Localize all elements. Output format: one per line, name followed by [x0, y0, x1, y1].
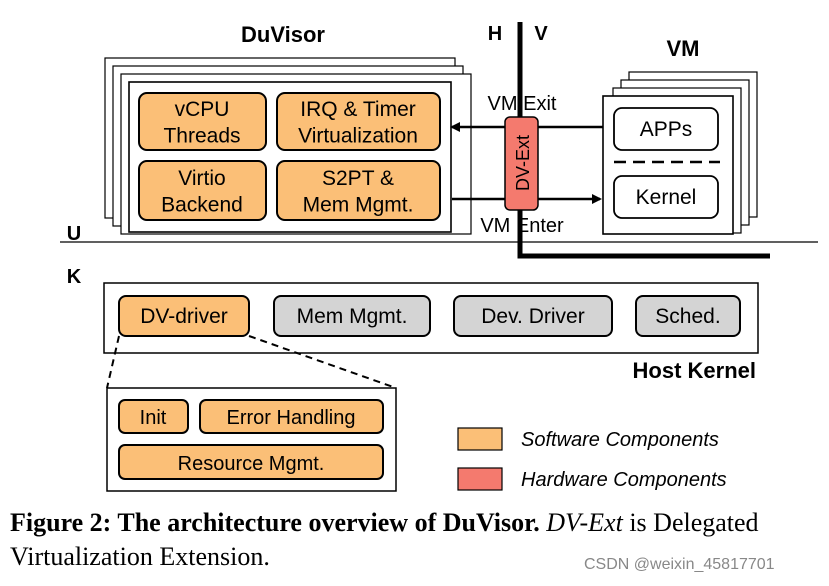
duvisor-title: DuVisor — [241, 22, 325, 47]
label-h: H — [488, 23, 502, 45]
mem-mgmt-label: Mem Mgmt. — [297, 305, 408, 328]
host-kernel-title: Host Kernel — [633, 358, 756, 383]
duvisor-component-s2pt: S2PT &Mem Mgmt. — [276, 160, 441, 221]
vm-kernel: Kernel — [613, 175, 719, 219]
resource-mgmt-label: Resource Mgmt. — [178, 453, 325, 475]
sched-label: Sched. — [655, 305, 720, 328]
host-component-sched: Sched. — [635, 295, 741, 337]
hv-divider-line — [517, 22, 770, 259]
dv-ext-box: DV-Ext — [504, 116, 539, 211]
vm-enter-label: VM Enter — [480, 215, 564, 237]
legend-software-label: Software Components — [521, 429, 719, 451]
dev-driver-label: Dev. Driver — [481, 305, 584, 328]
s2pt-label: S2PT &Mem Mgmt. — [303, 167, 414, 216]
apps-label: APPs — [640, 118, 693, 141]
caption-bold: Figure 2: The architecture overview of D… — [10, 508, 540, 537]
vm-title: VM — [667, 36, 700, 61]
host-component-dev-driver: Dev. Driver — [453, 295, 613, 337]
detail-error-handling: Error Handling — [199, 399, 384, 434]
label-v: V — [534, 23, 548, 45]
label-u: U — [67, 223, 81, 245]
figure-caption: Figure 2: The architecture overview of D… — [10, 506, 820, 574]
zoom-line-right — [248, 335, 397, 389]
dv-ext-label: DV-Ext — [513, 135, 533, 191]
error-handling-label: Error Handling — [227, 407, 356, 429]
kernel-label: Kernel — [636, 186, 697, 209]
legend-software: Software Components — [457, 427, 719, 451]
caption-italic: DV-Ext — [546, 508, 623, 537]
label-k: K — [67, 266, 82, 288]
legend-hardware: Hardware Components — [457, 467, 727, 491]
host-component-mem-mgmt: Mem Mgmt. — [273, 295, 431, 337]
vm-apps: APPs — [613, 107, 719, 151]
detail-init: Init — [118, 399, 189, 434]
init-label: Init — [140, 407, 167, 429]
host-component-dv-driver: DV-driver — [118, 295, 250, 337]
legend-hardware-label: Hardware Components — [521, 469, 727, 491]
caption-rest: is Delegated Virtualization Extension. — [10, 508, 759, 571]
zoom-line-left — [106, 335, 120, 389]
vm-exit-label: VM Exit — [488, 93, 557, 115]
detail-resource-mgmt: Resource Mgmt. — [118, 444, 384, 480]
dv-driver-label: DV-driver — [140, 305, 228, 328]
watermark: CSDN @weixin_45817701 — [584, 556, 775, 573]
